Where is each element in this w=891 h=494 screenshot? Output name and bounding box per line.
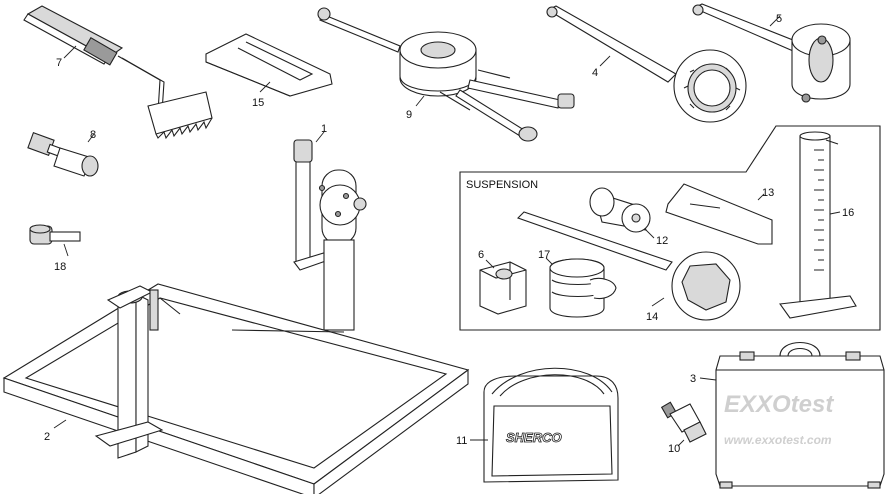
tool-4-ring-spanner [546,5,747,123]
callout-5: 5 [776,13,782,25]
suspension-section-label: SUSPENSION [466,179,538,191]
tool-13-slotted-plate [665,183,773,245]
callout-3: 3 [690,373,696,385]
tool-16-measuring-cylinder [779,131,857,319]
tool-11-sherco-bag: SHERCO [483,367,619,483]
callout-17: 17 [538,249,550,261]
tool-6-split-block [479,261,527,315]
callout-14: 14 [646,311,658,323]
callout-11: 11 [456,435,467,447]
tool-8-bolt-adapter [27,132,99,177]
tool-18-pin [29,224,81,245]
tool-1-stand-column [293,139,367,331]
bag-brand-label: SHERCO [506,430,562,445]
callout-4: 4 [592,67,598,79]
tool-15-slotted-plate [205,33,333,97]
tool-10-connector [660,401,707,443]
tool-9-bearing-puller [317,7,575,142]
callout-7: 7 [56,57,62,69]
tool-12-sleeve [589,187,651,233]
tool-2-work-tray [2,283,470,494]
tool-3-exxotest-case: EXXOtest www.exxotest.com [715,342,885,489]
tool-5-collar-spanner [692,3,851,103]
callout-16: 16 [842,207,854,219]
case-url-label: www.exxotest.com [724,433,832,447]
tool-14-octagon-spanner [516,211,741,321]
callout-1: 1 [321,123,327,135]
callout-8: 8 [90,129,96,141]
suspension-group: SUSPENSION 16 13 12 [459,125,881,331]
callout-10: 10 [668,443,680,455]
callout-9: 9 [406,109,412,121]
callout-13: 13 [762,187,774,199]
callout-6: 6 [478,249,484,261]
tool-17-split-sleeve [549,258,617,318]
callout-12: 12 [656,235,668,247]
callout-18: 18 [54,261,66,273]
case-brand-label: EXXOtest [724,391,834,418]
tool-7-comb-puller [23,5,213,140]
callout-2: 2 [44,431,50,443]
callout-15: 15 [252,97,264,109]
